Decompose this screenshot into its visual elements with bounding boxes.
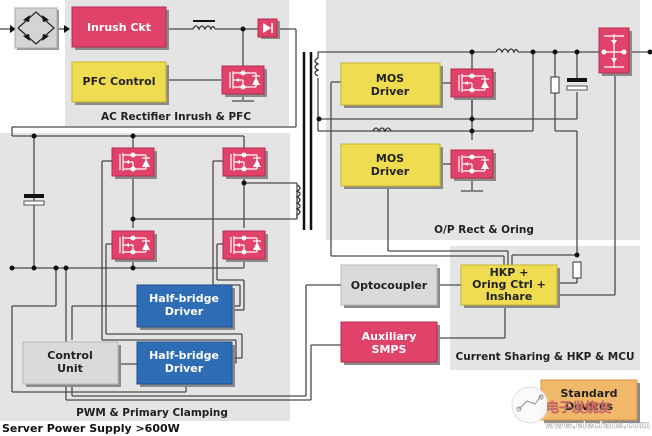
region-label-current-sharing: Current Sharing & HKP & MCU xyxy=(456,351,635,363)
inrush-ckt-block[interactable]: Inrush Ckt xyxy=(71,6,169,50)
inductor-icon xyxy=(495,48,519,54)
optocoupler-block[interactable]: Optocoupler xyxy=(340,264,440,308)
mos-driver-2-label-2: Driver xyxy=(371,165,410,178)
oring-mosfet-icon xyxy=(598,27,632,76)
inrush-ckt-label: Inrush Ckt xyxy=(87,21,151,34)
junction-dots xyxy=(9,26,652,271)
mosfet-icon xyxy=(450,149,496,181)
resistor-icon xyxy=(572,261,582,279)
watermark-url: www.elecfans.com xyxy=(545,420,650,431)
inductor-icon xyxy=(372,127,392,133)
hkp-label-3: Inshare xyxy=(486,290,533,303)
transformer-icon xyxy=(295,52,320,230)
auxiliary-smps-label-2: SMPS xyxy=(372,343,407,356)
auxiliary-smps-block[interactable]: Auxiliary SMPS xyxy=(340,321,440,365)
half-bridge-2-label-1: Half-bridge xyxy=(149,349,219,362)
mosfet-defs xyxy=(111,65,496,262)
standard-devices-label-2: Devices xyxy=(565,400,614,413)
diagram-caption: Server Power Supply >600W xyxy=(2,422,180,435)
half-bridge-driver-block-1[interactable]: Half-bridge Driver xyxy=(136,284,235,330)
mosfet-icon xyxy=(222,230,268,262)
mos-driver-block-1[interactable]: MOS Driver xyxy=(340,62,443,108)
mos-driver-1-label-1: MOS xyxy=(376,72,404,85)
inductor-icon xyxy=(192,20,216,31)
standard-devices-label-1: Standard xyxy=(560,387,617,400)
diode-icon xyxy=(257,18,280,39)
bridge-rectifier-icon xyxy=(14,7,59,50)
standard-devices-block[interactable]: Standard Devices xyxy=(540,379,640,423)
region-label-ac-rectifier: AC Rectifier Inrush & PFC xyxy=(101,111,251,123)
mosfet-icon xyxy=(222,147,268,179)
region-label-pwm-primary: PWM & Primary Clamping xyxy=(76,407,228,419)
pfc-control-label: PFC Control xyxy=(83,75,156,88)
mosfet-icon xyxy=(221,65,267,97)
control-unit-label-2: Unit xyxy=(57,362,83,375)
mos-driver-1-label-2: Driver xyxy=(371,85,410,98)
region-op-rect xyxy=(326,0,640,240)
mosfet-icon xyxy=(111,147,157,179)
mosfet-icon xyxy=(450,68,496,100)
watermark-text: 电子发烧友 xyxy=(546,400,611,416)
optocoupler-label: Optocoupler xyxy=(351,279,428,292)
mosfet-icon xyxy=(111,230,157,262)
half-bridge-1-label-2: Driver xyxy=(165,305,204,318)
half-bridge-driver-block-2[interactable]: Half-bridge Driver xyxy=(136,341,235,387)
capacitor-icon xyxy=(566,78,588,91)
auxiliary-smps-label-1: Auxiliary xyxy=(362,330,417,343)
hkp-oring-inshare-block[interactable]: HKP + Oring Ctrl + Inshare xyxy=(460,264,560,308)
mos-driver-block-2[interactable]: MOS Driver xyxy=(340,143,443,189)
control-unit-block[interactable]: Control Unit xyxy=(22,341,121,387)
capacitor-icon xyxy=(23,194,45,206)
resistor-icon xyxy=(550,76,560,94)
half-bridge-2-label-2: Driver xyxy=(165,362,204,375)
hkp-label-2: Oring Ctrl + xyxy=(472,278,546,291)
half-bridge-1-label-1: Half-bridge xyxy=(149,292,219,305)
mos-driver-2-label-1: MOS xyxy=(376,152,404,165)
control-unit-label-1: Control xyxy=(47,349,92,362)
watermark: 电子发烧友 www.elecfans.com xyxy=(511,386,650,431)
region-label-op-rect: O/P Rect & Oring xyxy=(434,224,534,236)
pfc-control-block[interactable]: PFC Control xyxy=(71,61,169,105)
hkp-label-1: HKP + xyxy=(490,266,529,279)
